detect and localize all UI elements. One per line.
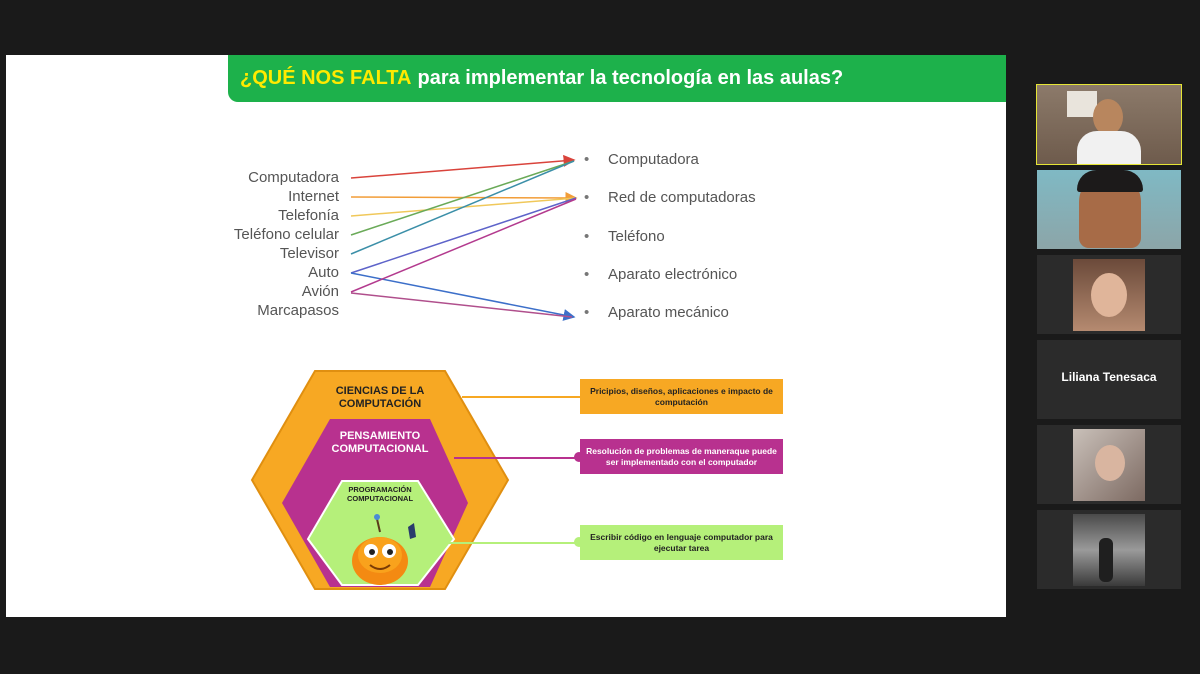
participant-hair-2 bbox=[1077, 170, 1143, 192]
connector-outer bbox=[462, 396, 580, 398]
participant-tile-3[interactable] bbox=[1037, 255, 1181, 334]
left-item-telefono-celular: Teléfono celular bbox=[233, 226, 339, 243]
wall-frame bbox=[1067, 91, 1097, 117]
participant-name: Liliana Tenesaca bbox=[1061, 370, 1157, 384]
arrow-auto-1 bbox=[350, 197, 577, 274]
slide-title-highlight: ¿QUÉ NOS FALTA bbox=[240, 67, 412, 89]
right-item-aparato-electronico: •Aparato electrónico bbox=[584, 266, 738, 283]
participant-tile-1[interactable] bbox=[1036, 84, 1182, 165]
left-item-internet: Internet bbox=[288, 188, 339, 205]
connector-middle bbox=[454, 457, 580, 459]
connector-inner bbox=[446, 542, 580, 544]
slide-title-bar: ¿QUÉ NOS FALTA para implementar la tecno… bbox=[228, 55, 1006, 102]
matching-arrows bbox=[350, 154, 578, 321]
arrow-televisor bbox=[350, 160, 575, 255]
mascot-illustration bbox=[352, 514, 416, 585]
computing-hexagon-diagram bbox=[250, 370, 510, 590]
participant-tile-5[interactable] bbox=[1037, 425, 1181, 504]
participant-shirt-1 bbox=[1077, 131, 1141, 164]
connector-inner-dot bbox=[574, 537, 584, 547]
box-escribir-codigo: Escribir código en lenguaje computador p… bbox=[580, 525, 783, 560]
arrow-computadora bbox=[350, 154, 576, 179]
presentation-slide: ¿QUÉ NOS FALTA para implementar la tecno… bbox=[6, 55, 1006, 617]
participant-face-3 bbox=[1091, 273, 1127, 317]
arrow-telefono-celular bbox=[350, 160, 575, 236]
arrow-auto-2 bbox=[350, 272, 576, 321]
left-item-auto: Auto bbox=[308, 264, 339, 281]
hex-inner bbox=[306, 480, 456, 586]
right-item-red: •Red de computadoras bbox=[584, 189, 756, 206]
right-item-computadora: •Computadora bbox=[584, 151, 699, 168]
left-item-televisor: Televisor bbox=[279, 245, 339, 262]
box-resolucion: Resolución de problemas de maneraque pue… bbox=[580, 439, 783, 474]
hex-outer-label: CIENCIAS DE LA COMPUTACIÓN bbox=[335, 385, 425, 411]
participant-tile-6[interactable] bbox=[1037, 510, 1181, 589]
left-item-marcapasos: Marcapasos bbox=[257, 302, 339, 319]
slide-title-text: para implementar la tecnología en las au… bbox=[417, 67, 844, 89]
participant-face-5 bbox=[1095, 445, 1125, 481]
participant-tile-2[interactable] bbox=[1037, 170, 1181, 249]
hex-middle-label: PENSAMIENTO COMPUTACIONAL bbox=[331, 430, 429, 456]
box-principios: Pricipios, diseños, aplicaciones e impac… bbox=[580, 379, 783, 414]
hex-inner-label: PROGRAMACIÓN COMPUTACIONAL bbox=[346, 485, 414, 503]
right-item-aparato-mecanico: •Aparato mecánico bbox=[584, 304, 729, 321]
arrow-marcapasos bbox=[350, 292, 573, 318]
connector-middle-dot bbox=[574, 452, 584, 462]
left-item-telefonia: Telefonía bbox=[278, 207, 339, 224]
arrow-avion bbox=[350, 198, 577, 293]
participant-tile-4[interactable]: Liliana Tenesaca bbox=[1037, 340, 1181, 419]
left-item-computadora: Computadora bbox=[248, 169, 339, 186]
participant-figure-6 bbox=[1099, 538, 1113, 582]
left-item-avion: Avión bbox=[301, 283, 339, 300]
right-item-telefono: •Teléfono bbox=[584, 228, 665, 245]
participant-face-1 bbox=[1093, 99, 1123, 135]
